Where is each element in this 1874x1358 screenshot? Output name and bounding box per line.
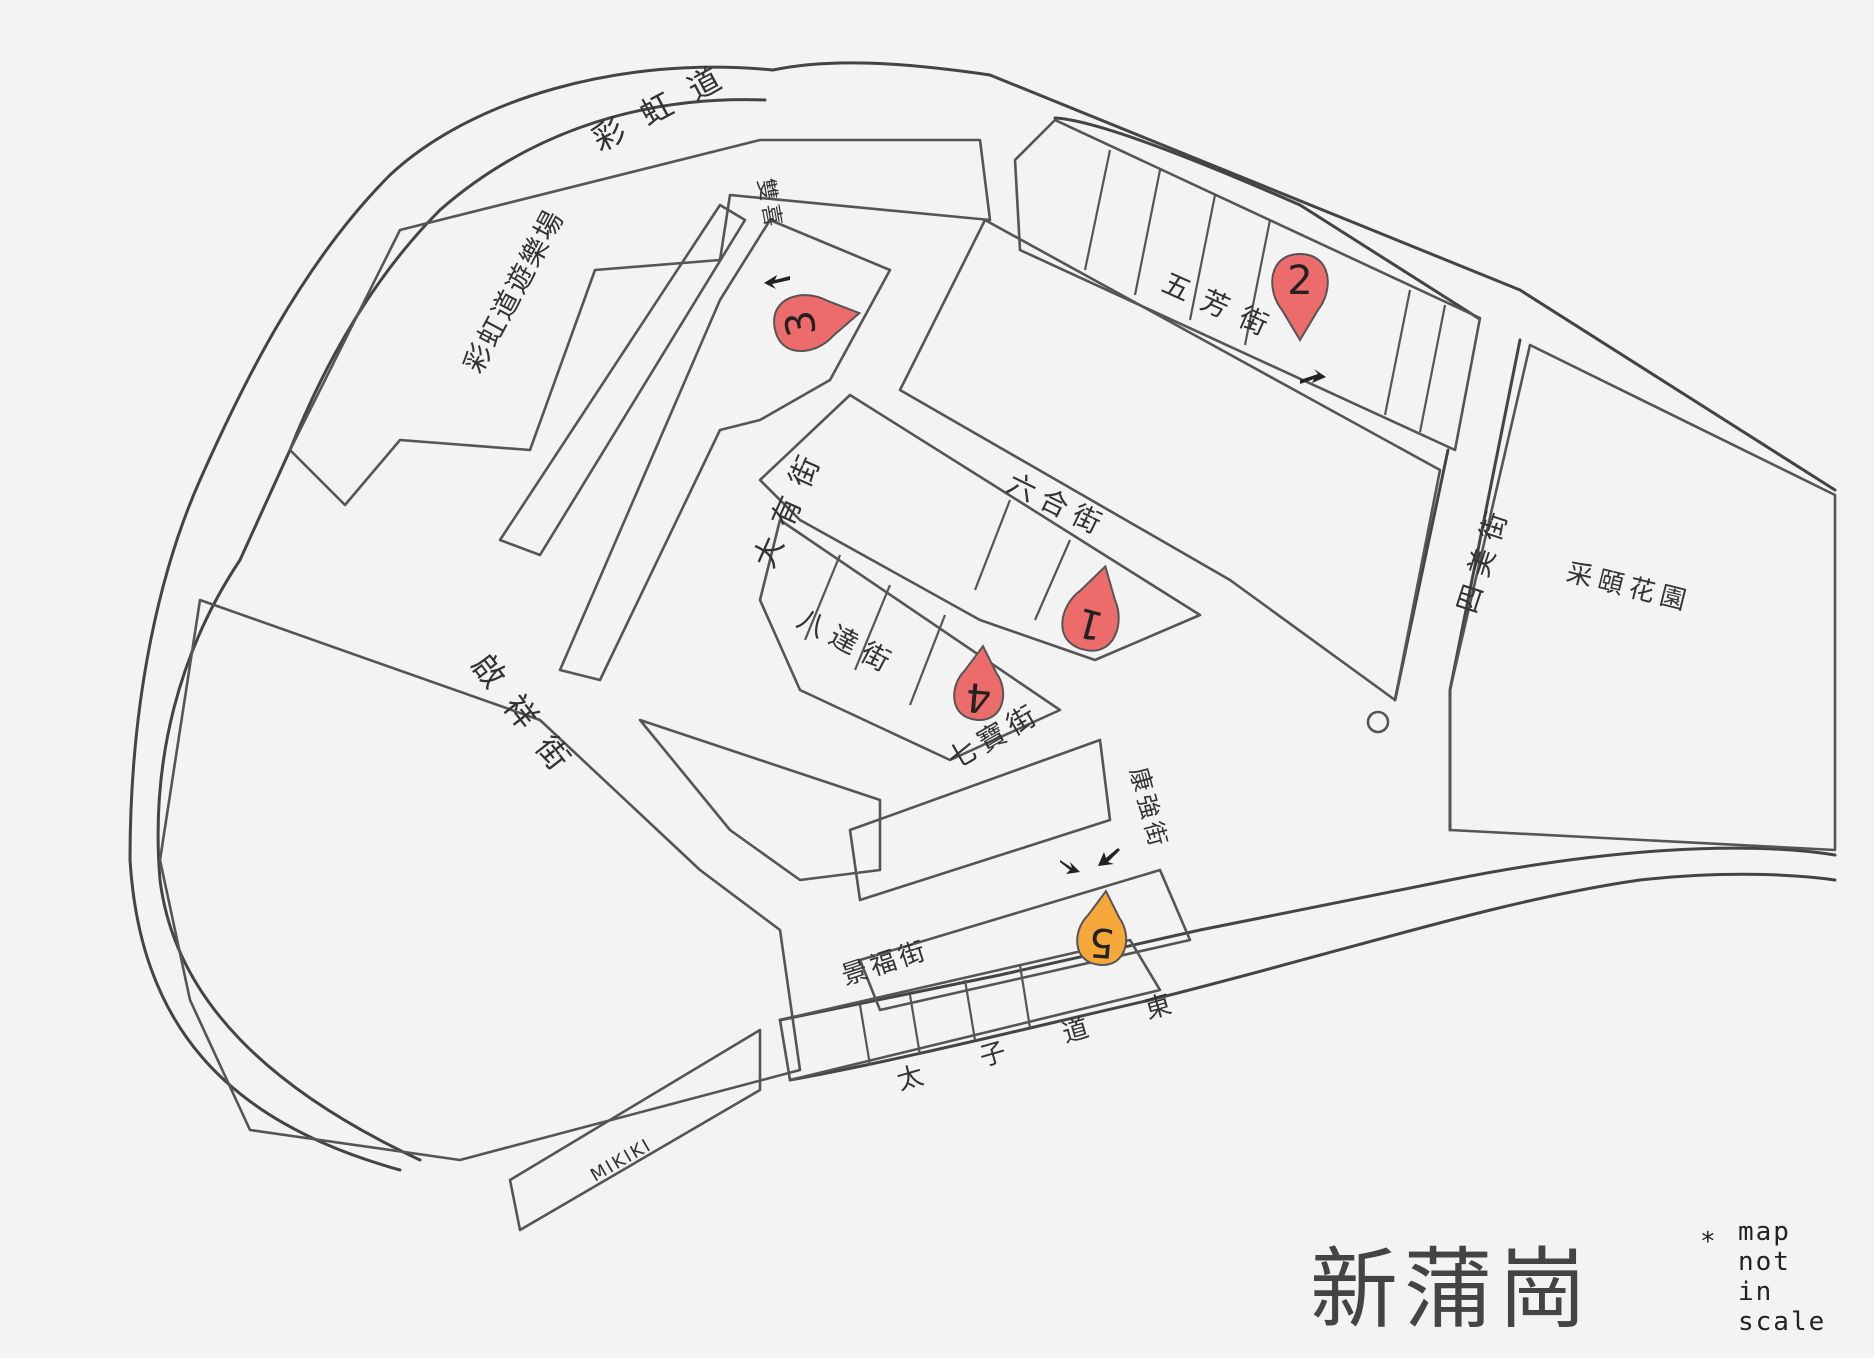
luk-hop-street-label: 六合街 xyxy=(1002,467,1114,544)
marker-2-pin xyxy=(1271,252,1329,342)
scale-note-line-1: map xyxy=(1738,1217,1791,1247)
prince-edward-road-south-edge xyxy=(788,872,1837,1082)
marker-1-pin xyxy=(1061,564,1120,652)
rainbow-road-top-edge xyxy=(771,61,1837,492)
arrow-icon xyxy=(1060,860,1080,874)
long-strip-block xyxy=(498,203,747,557)
playground-label: 彩虹道遊樂場 xyxy=(457,204,571,378)
rainbow-road-top-edge-2 xyxy=(1053,116,1480,320)
marker-4[interactable]: 4 xyxy=(952,644,1007,722)
garden-block xyxy=(1448,343,1837,852)
prince-edward-block xyxy=(778,938,1162,1082)
marker-1[interactable]: 1 xyxy=(1056,559,1132,656)
rainbow-road-outer-edge xyxy=(128,65,775,1172)
rainbow-road-inner-edge xyxy=(156,98,767,1162)
mall-label: MIKIKI xyxy=(587,1135,656,1187)
pat-tat-street-label: 八達街 xyxy=(792,602,903,682)
street-labels: 彩虹道 五芳街 六合街 大有街 八達街 七寶街 四美街 景福街 康強街 太子道東… xyxy=(464,49,1517,1096)
arrow-icon xyxy=(1098,848,1120,866)
marker-3-pin xyxy=(773,294,862,353)
scale-note: * map not in scale xyxy=(1700,1217,1826,1337)
city-blocks xyxy=(158,118,1837,1232)
ng-fung-street-block xyxy=(1013,118,1482,452)
sze-mei-street-label: 四美街 xyxy=(1450,499,1517,618)
prince-edward-road-label: 太子道東 xyxy=(894,973,1233,1097)
marker-2[interactable]: 2 xyxy=(1271,252,1329,342)
scale-note-asterisk: * xyxy=(1700,1227,1718,1257)
marker-5-number: 5 xyxy=(1087,918,1116,966)
rainbow-road-label: 彩虹道 xyxy=(586,49,747,159)
scale-note-line-4: scale xyxy=(1738,1307,1826,1337)
roundabout xyxy=(1366,710,1390,734)
marker-3[interactable]: 3 xyxy=(770,286,864,356)
chi-cheung-street-label: 啟祥街 xyxy=(464,647,590,793)
scale-note-line-2: not xyxy=(1738,1247,1791,1277)
tai-yau-street-label: 大有街 xyxy=(747,438,833,573)
king-fuk-north-block xyxy=(848,738,1112,902)
marker-4-pin xyxy=(953,644,1005,721)
scale-note-line-3: in xyxy=(1738,1277,1773,1307)
garden-label: 采頤花園 xyxy=(1563,558,1694,618)
arrow-icon xyxy=(764,275,790,289)
chat-po-block xyxy=(638,718,882,882)
arrow-icon xyxy=(1300,369,1326,384)
marker-5[interactable]: 5 xyxy=(1075,889,1130,967)
map-title: 新蒲崗 xyxy=(1310,1238,1592,1341)
tai-yau-west-block xyxy=(558,218,892,682)
road-network xyxy=(128,61,1837,1172)
hong-keung-street-label: 康強街 xyxy=(1124,764,1173,852)
luk-hop-street-block xyxy=(898,218,1442,702)
marker-2-number: 2 xyxy=(1287,258,1312,304)
marker-4-number: 4 xyxy=(964,673,993,721)
tai-yau-east-block xyxy=(758,393,1202,662)
mikiki-block xyxy=(508,1028,762,1232)
map-markers: 1 2 3 4 5 xyxy=(770,252,1329,967)
ng-fung-street-label: 五芳街 xyxy=(1157,266,1286,347)
prince-edward-road-north-edge xyxy=(778,846,1837,1022)
arrow-icons xyxy=(764,275,1326,874)
pat-tat-block xyxy=(758,518,1062,762)
king-fuk-south-block xyxy=(858,868,1192,1012)
playground-block xyxy=(288,138,992,507)
king-fuk-street-label: 景福街 xyxy=(838,935,933,991)
triangle-block xyxy=(158,598,802,1162)
cheung-hei-street-label: 雙喜 xyxy=(752,177,786,233)
marker-5-pin xyxy=(1076,889,1128,966)
